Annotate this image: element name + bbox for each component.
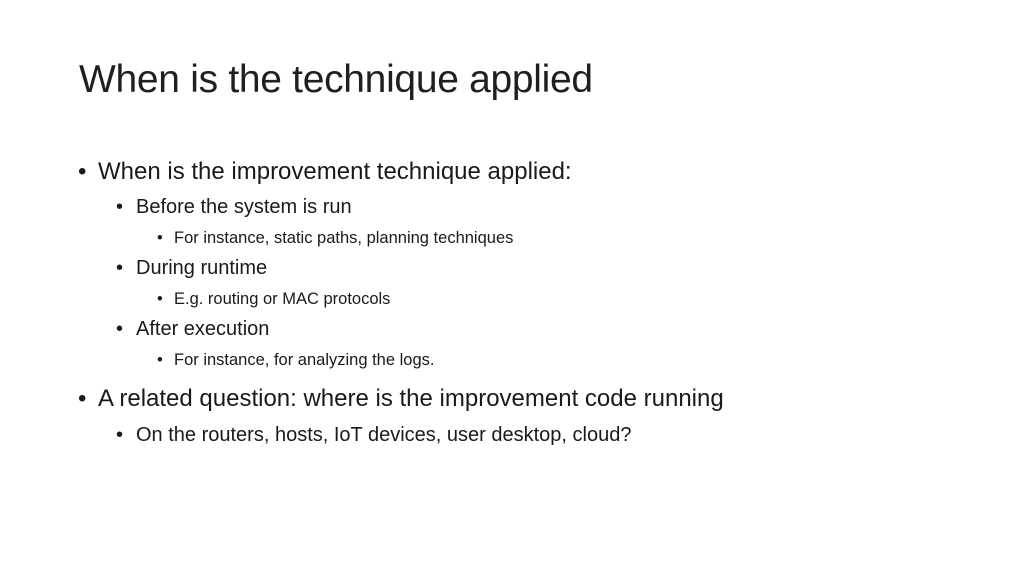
bullet-icon: • xyxy=(157,229,163,247)
bullet-item-level-2: • Before the system is run xyxy=(116,196,352,219)
bullet-icon: • xyxy=(78,158,87,185)
bullet-item-level-1: • When is the improvement technique appl… xyxy=(78,158,572,186)
bullet-text: Before the system is run xyxy=(136,196,352,218)
bullet-item-level-3: • For instance, for analyzing the logs. xyxy=(157,351,435,370)
bullet-icon: • xyxy=(116,196,124,218)
bullet-icon: • xyxy=(157,290,163,308)
bullet-text: For instance, static paths, planning tec… xyxy=(174,229,514,247)
bullet-text: When is the improvement technique applie… xyxy=(98,158,572,185)
bullet-item-level-3: • For instance, static paths, planning t… xyxy=(157,229,514,248)
bullet-icon: • xyxy=(116,424,124,446)
bullet-text: On the routers, hosts, IoT devices, user… xyxy=(136,424,632,446)
bullet-item-level-3: • E.g. routing or MAC protocols xyxy=(157,290,391,309)
bullet-icon: • xyxy=(116,257,124,279)
slide-title: When is the technique applied xyxy=(79,58,593,101)
bullet-item-level-2: • After execution xyxy=(116,318,270,341)
bullet-item-level-2: • During runtime xyxy=(116,257,268,280)
bullet-text: E.g. routing or MAC protocols xyxy=(174,290,391,308)
bullet-icon: • xyxy=(157,351,163,369)
bullet-item-level-2: • On the routers, hosts, IoT devices, us… xyxy=(116,424,632,447)
bullet-icon: • xyxy=(116,318,124,340)
bullet-text: For instance, for analyzing the logs. xyxy=(174,351,435,369)
bullet-icon: • xyxy=(78,385,87,412)
bullet-text: During runtime xyxy=(136,257,268,279)
bullet-item-level-1: • A related question: where is the impro… xyxy=(78,385,724,413)
bullet-text: A related question: where is the improve… xyxy=(98,385,724,412)
bullet-text: After execution xyxy=(136,318,270,340)
